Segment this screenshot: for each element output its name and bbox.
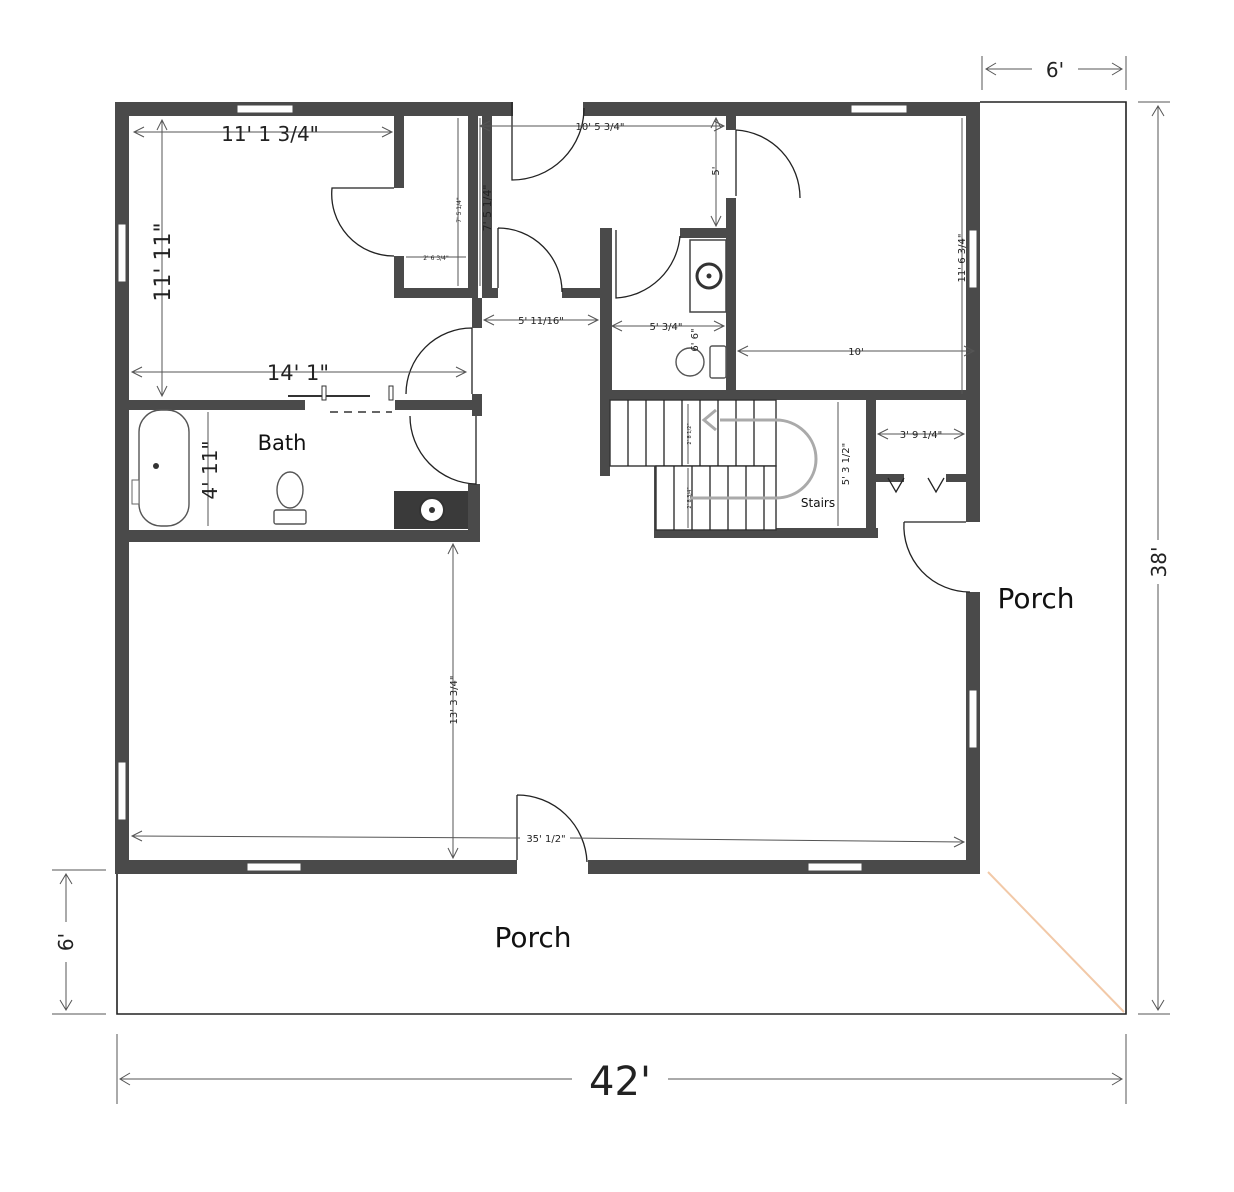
dim-living-depth: 13' 3 3/4" [449,676,460,725]
fixtures [131,239,727,529]
dim-overall-width: 42' [589,1059,651,1105]
dim-bedroom2-width: 10' [848,347,863,358]
dim-bath-depth: 4' 11" [198,440,222,499]
bathtub-icon [138,409,190,527]
dim-bedroom1-depth: 11' 11" [151,222,176,301]
bifold-left [887,477,905,494]
room-label-stairs: Stairs [801,496,835,510]
dim-closet2-width: 3' 9 1/4" [900,430,943,441]
door-hall [497,227,563,293]
dim-overall-depth: 38' [1147,547,1171,578]
door-front-porch [516,794,588,863]
interior-walls [115,102,978,542]
dim-hall-door-depth: 5' [711,166,722,175]
window-right-upper [968,229,978,289]
window-top-right [850,104,908,114]
window-bottom-left [246,862,302,872]
dim-half-bath-depth: 6' 6" [690,328,701,351]
dim-bedroom1-full-width: 14' 1" [267,361,329,385]
door-bedroom2 [735,129,801,199]
window-right-lower [968,689,978,749]
stairs [609,399,818,531]
half-bath-toilet-icon [675,347,705,377]
dim-porch-bottom-depth: 6' [54,933,78,951]
dim-stair-width-1: 2' 8 1/2" [687,423,693,444]
labels: Bath Stairs Porch Porch 42' 38' 6' 6' 11… [54,58,1171,1105]
exterior-walls [115,102,980,874]
room-label-porch-right: Porch [997,582,1074,615]
dim-bedroom2-depth: 11' 6 3/4" [957,234,968,283]
door-side-porch [903,521,971,593]
dim-living-width: 35' 1/2" [526,834,565,845]
porch-diagonal-line [987,871,1125,1013]
dim-stairs-depth: 5' 3 1/2" [841,443,852,486]
toilet-icon [276,471,304,509]
porch-outline [116,101,1127,1015]
door-closet1 [331,187,395,257]
door-bedroom1 [405,327,473,395]
door-bath [409,415,477,485]
dim-hall-lower-width: 5' 11/16" [518,316,564,327]
window-left-upper [117,223,127,283]
window-left-lower [117,761,127,821]
dim-hall-depth: 7' 5 1/4" [481,185,494,232]
dim-closet1-width: 2' 6 3/4" [423,255,449,262]
door-half-bath [615,230,681,299]
dimension-lines [52,56,1170,1104]
dim-half-bath-width: 5' 3/4" [650,322,683,333]
dim-hall-width: 10' 5 3/4" [576,122,625,133]
dim-bedroom1-width: 11' 1 3/4" [221,122,319,146]
dim-stair-width-2: 2' 8 3/4" [687,487,693,508]
doors [288,102,971,863]
windows [117,104,978,872]
window-bottom-right [807,862,863,872]
room-label-bath: Bath [258,431,307,455]
dim-porch-right-width: 6' [1046,58,1064,82]
room-label-porch-bottom: Porch [494,921,571,954]
bifold-right [927,477,945,494]
stair-direction-arrow [690,418,818,500]
window-top-left [236,104,294,114]
door-entry-top [511,102,585,181]
dim-closet1-depth: 7' 5 1/4" [456,197,463,223]
